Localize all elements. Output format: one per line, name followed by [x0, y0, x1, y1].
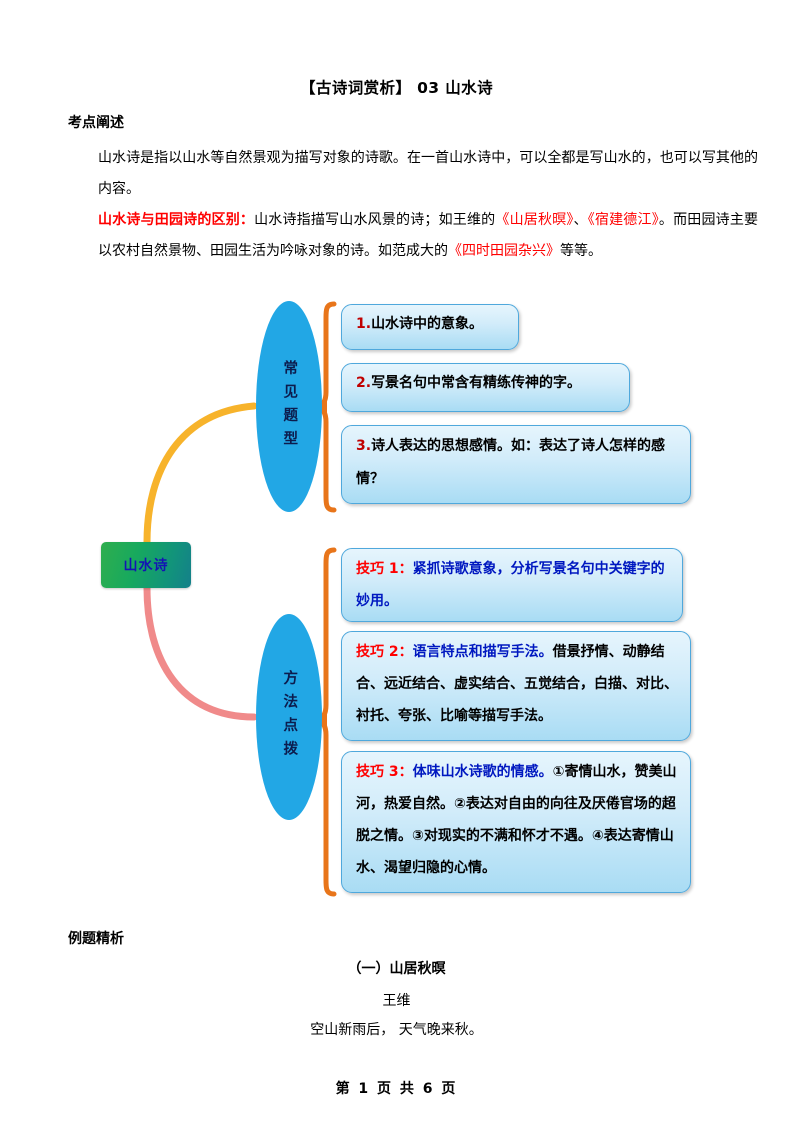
difference-text-d: 等等。	[560, 243, 602, 259]
poem-ref-sishitianyuan: 《四时田园杂兴》	[448, 243, 560, 259]
page-footer: 第 1 页 共 6 页	[335, 1081, 458, 1097]
common-type-item-1[interactable]: 1.山水诗中的意象。	[341, 304, 519, 350]
difference-lead: 山水诗与田园诗的区别：	[98, 212, 255, 228]
common-type-item-3[interactable]: 3.诗人表达的思想感情。如：表达了诗人怎样的感情？	[341, 425, 691, 504]
common-type-item-2-number: 2.	[356, 375, 372, 391]
method-tip-3-blue: 体味山水诗歌的情感。	[412, 764, 553, 780]
common-type-item-1-number: 1.	[356, 316, 372, 332]
paragraph-definition: 山水诗是指以山水等自然景观为描写对象的诗歌。在一首山水诗中，可以全都是写山水的，…	[98, 150, 758, 197]
method-tip-1[interactable]: 技巧 1：紧抓诗歌意象，分析写景名句中关键字的妙用。	[341, 548, 683, 622]
common-type-item-3-number: 3.	[356, 438, 372, 454]
mindmap-branch-method-tips[interactable]: 方法点拨	[256, 614, 322, 820]
method-tip-3-label: 技巧 3：	[356, 764, 413, 780]
difference-text-b: 、	[573, 212, 588, 228]
branch-method-label: 方法点拨	[281, 670, 298, 764]
method-tip-3-black: ①寄情山水，赞美山河，热爱自然。②表达对自由的向往及厌倦官场的超脱之情。③对现实…	[356, 764, 677, 876]
method-tip-2-black: 借景抒情、动静结合、远近结合、虚实结合、五觉结合，白描、对比、衬托、夸张、比喻等…	[356, 644, 678, 724]
page-title: 【古诗词赏析】 03 山水诗	[300, 79, 493, 97]
poem-ref-sujiandejiang: 《宿建德江》	[587, 212, 659, 228]
section-heading-kaodian: 考点阐述	[68, 115, 124, 131]
common-type-item-2[interactable]: 2.写景名句中常含有精练传神的字。	[341, 363, 630, 412]
method-tip-1-blue: 紧抓诗歌意象，分析写景名句中关键字的妙用。	[356, 561, 665, 609]
example-author: 王维	[382, 993, 411, 1009]
method-tip-1-label: 技巧 1：	[356, 561, 413, 577]
mindmap-branch-common-types[interactable]: 常见题型	[256, 301, 322, 512]
section-heading-litijingxi: 例题精析	[68, 931, 124, 947]
connector-orange-curve	[143, 402, 258, 546]
method-tip-2-label: 技巧 2：	[356, 644, 413, 660]
poem-ref-shanjuqiuming: 《山居秋暝》	[495, 212, 574, 228]
difference-text-c: 。而田园诗主要以农村自然景物、田园生活为吟咏对象的诗。如范成大的	[98, 212, 759, 259]
example-title: （一）山居秋暝	[347, 961, 446, 977]
common-type-item-2-text: 写景名句中常含有精练传神的字。	[371, 375, 582, 391]
method-tip-2-blue: 语言特点和描写手法。	[412, 644, 553, 660]
method-tip-3[interactable]: 技巧 3：体味山水诗歌的情感。①寄情山水，赞美山河，热爱自然。②表达对自由的向往…	[341, 751, 691, 893]
difference-text-a: 山水诗指描写山水风景的诗；如王维的	[254, 212, 496, 228]
mindmap-root-label: 山水诗	[123, 558, 169, 574]
common-type-item-3-text: 诗人表达的思想感情。如：表达了诗人怎样的感情？	[356, 438, 666, 487]
mindmap-diagram: 山水诗 常见题型 方法点拨 1.山水诗中的意象。 2.写景名句中常含有精练传神的…	[0, 280, 793, 920]
mindmap-root-node[interactable]: 山水诗	[101, 542, 191, 588]
connector-pink-curve	[143, 584, 258, 721]
branch-common-label: 常见题型	[281, 359, 298, 454]
example-poem-line-1: 空山新雨后， 天气晚来秋。	[310, 1022, 483, 1038]
paragraph-difference: 山水诗与田园诗的区别：山水诗指描写山水风景的诗；如王维的《山居秋暝》、《宿建德江…	[68, 205, 758, 267]
common-type-item-1-text: 山水诗中的意象。	[371, 316, 484, 332]
method-tip-2[interactable]: 技巧 2：语言特点和描写手法。借景抒情、动静结合、远近结合、虚实结合、五觉结合，…	[341, 631, 691, 741]
